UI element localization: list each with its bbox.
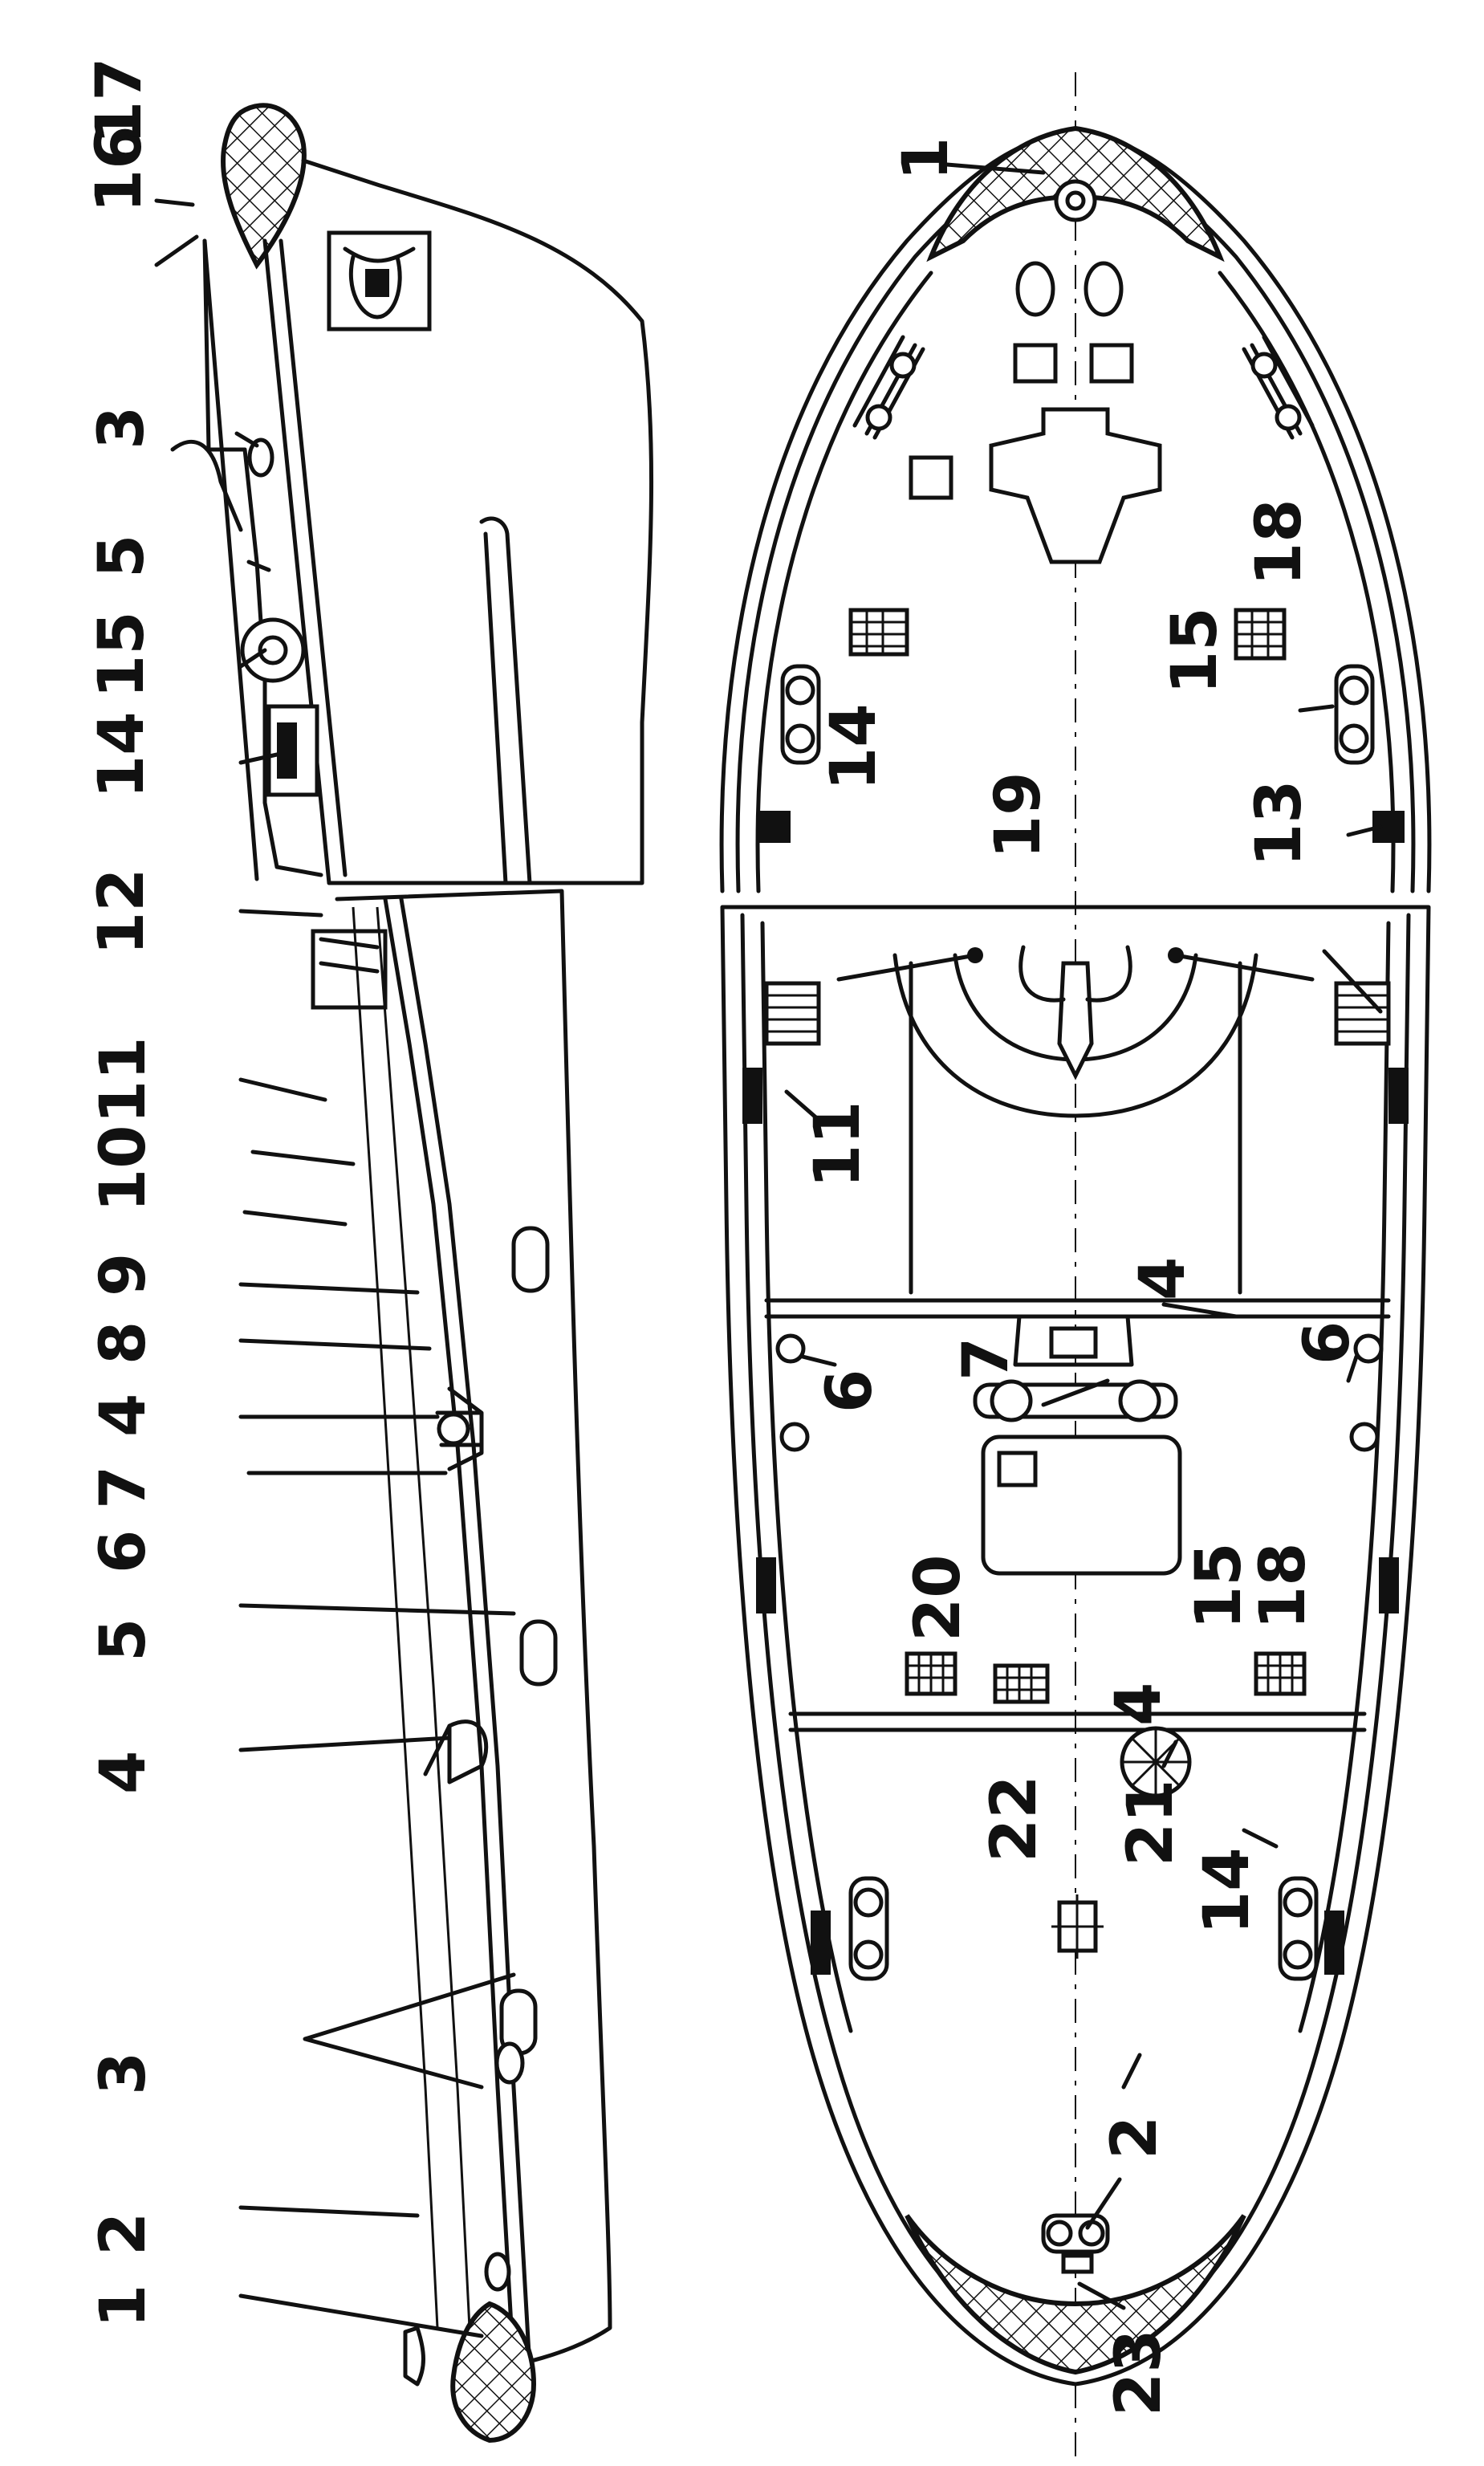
callout-21: 21 xyxy=(1115,1779,1187,1866)
windlass-plan xyxy=(989,407,1162,564)
callout-14-fwd: 14 xyxy=(818,703,890,791)
callout-labels: 16 17 3 5 15 14 12 11 10 9 8 4 7 6 5 4 3… xyxy=(83,57,1364,2416)
fairlead-mid-stbd-1 xyxy=(1353,1333,1384,1364)
hull-forward-side xyxy=(301,158,654,885)
callout-2-side: 2 xyxy=(87,2212,160,2256)
hatch-fwd xyxy=(909,455,953,500)
grating-aft-1 xyxy=(905,1651,957,1696)
callout-4-plan-a: 4 xyxy=(1127,1257,1199,1300)
anchor-hawse-1 xyxy=(1015,261,1055,317)
callout-13: 13 xyxy=(1243,779,1315,867)
plan-view xyxy=(719,72,1432,2456)
callout-1-side: 1 xyxy=(87,2285,160,2328)
cleat-fwd-stbd xyxy=(1372,811,1405,843)
towing-hook xyxy=(1057,961,1094,1080)
porthole-side-2 xyxy=(519,1619,558,1687)
callout-14-aft: 14 xyxy=(1191,1847,1263,1935)
callout-1-plan: 1 xyxy=(890,137,962,181)
side-view xyxy=(170,103,654,2444)
scupper-side-3 xyxy=(247,437,274,478)
callout-23: 23 xyxy=(1103,2329,1175,2416)
stern-bitt xyxy=(1041,2213,1110,2274)
callout-16: 16 xyxy=(83,125,156,213)
callout-9: 9 xyxy=(87,1253,160,1296)
callout-4-side-a: 4 xyxy=(87,1394,160,1437)
porthole-side-1 xyxy=(511,1226,550,1293)
callout-5-top: 5 xyxy=(86,535,158,578)
callout-6-plan-port: 6 xyxy=(814,1369,886,1413)
scupper-side-1 xyxy=(494,2041,525,2085)
callout-20: 20 xyxy=(902,1554,974,1642)
grating-aft-3 xyxy=(1254,1651,1307,1696)
fairlead-mid-stbd-2 xyxy=(1349,1422,1380,1452)
stern-fender-plan xyxy=(905,2214,1246,2375)
callout-4-side-b: 4 xyxy=(87,1751,160,1794)
callout-11-plan: 11 xyxy=(802,1101,874,1188)
callout-10: 10 xyxy=(87,1125,160,1212)
grating-fwd-port xyxy=(848,608,909,657)
callout-18-aft: 18 xyxy=(1247,1542,1319,1630)
bitts-fwd-port xyxy=(780,664,821,765)
crossbeam-aft xyxy=(788,1711,1367,1732)
callout-15-aft: 15 xyxy=(1183,1542,1255,1630)
davit-side xyxy=(447,1719,489,1784)
bitts-aft-port xyxy=(848,1876,889,1981)
stowed-pole xyxy=(479,516,532,885)
bollard-fwd-2 xyxy=(1089,343,1134,384)
fairlead-mid-port-2 xyxy=(779,1422,810,1452)
bitts-fwd-stbd xyxy=(1334,664,1375,765)
callout-4-plan-b: 4 xyxy=(1103,1683,1175,1726)
callout-14-side: 14 xyxy=(86,711,158,799)
bitts-mid xyxy=(973,1379,1178,1422)
deck-fitting-aft xyxy=(1051,1894,1104,1959)
bitts-side xyxy=(435,1386,484,1471)
bitts-aft-stbd xyxy=(1278,1876,1319,1981)
callout-12: 12 xyxy=(86,868,158,955)
callout-15-side: 15 xyxy=(86,611,158,698)
callout-6-side: 6 xyxy=(87,1530,160,1573)
callout-7-side: 7 xyxy=(87,1466,160,1509)
callout-15-fwd: 15 xyxy=(1159,607,1231,694)
callout-11-side: 11 xyxy=(87,1036,160,1124)
callout-17: 17 xyxy=(83,57,156,144)
bollard-fwd-1 xyxy=(1013,343,1058,384)
hull-aft-side xyxy=(335,889,612,2379)
callout-19: 19 xyxy=(982,771,1055,859)
fairlead-mid-port-1 xyxy=(775,1333,806,1364)
callout-2-plan: 2 xyxy=(1099,2116,1171,2159)
callout-18-fwd: 18 xyxy=(1243,498,1315,586)
callout-7-plan: 7 xyxy=(950,1337,1023,1381)
callout-3-top: 3 xyxy=(86,406,158,450)
callout-22: 22 xyxy=(978,1775,1051,1862)
grating-aft-2 xyxy=(993,1663,1050,1704)
grating-fwd-stbd xyxy=(1234,608,1287,661)
capstan-aft-port xyxy=(764,981,821,1046)
callout-5-side: 5 xyxy=(87,1618,160,1662)
stern-fender-side xyxy=(450,2301,537,2444)
callout-3-side: 3 xyxy=(87,2052,160,2095)
scupper-side-2 xyxy=(484,2252,511,2292)
leader-lines xyxy=(154,162,1383,2338)
anchor-hawse-2 xyxy=(1084,261,1124,317)
hull-aft-plan xyxy=(720,905,1431,2387)
callout-8: 8 xyxy=(87,1321,160,1365)
callout-6-plan-stbd: 6 xyxy=(1291,1321,1364,1365)
cleat-fwd-port xyxy=(758,811,791,843)
crossbeam-fwd xyxy=(764,1298,1391,1319)
tow-arc xyxy=(892,953,1258,1118)
